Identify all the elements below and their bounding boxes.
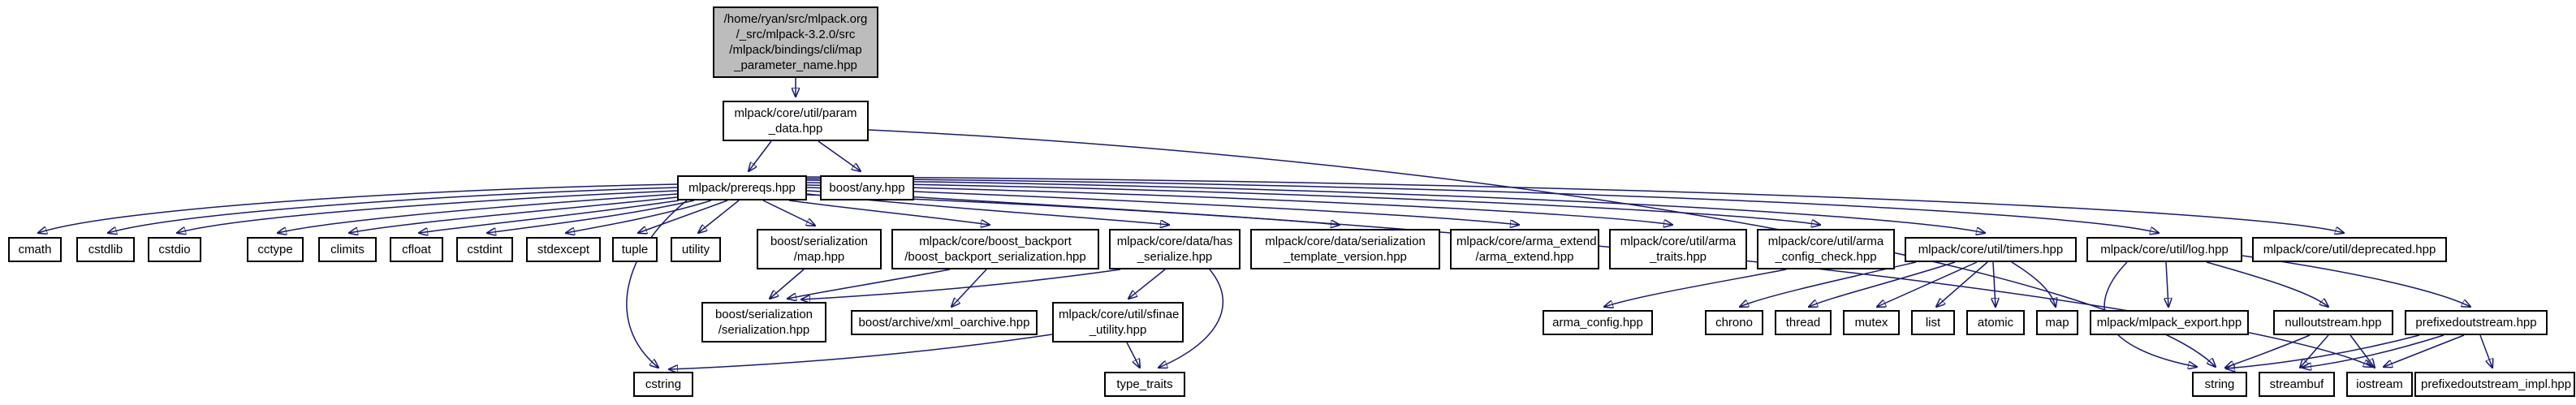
node-cctype: cctype: [247, 237, 304, 262]
node-timers-hpp[interactable]: mlpack/core/util/timers.hpp: [1905, 237, 2077, 262]
edge-prefixedoutstream-iostream: [2384, 334, 2465, 367]
edge-prereqs-cstdio: [177, 190, 678, 233]
edge-log-prefixedoutstream: [2242, 255, 2470, 307]
node-atomic: atomic: [1966, 310, 2025, 335]
node-arma-extend-hpp[interactable]: mlpack/core/arma_extend /arma_extend.hpp: [1450, 229, 1599, 269]
node-list: list: [1911, 310, 1955, 335]
node-map-parameter-name-hpp: /home/ryan/src/mlpack.org /_src/mlpack-3…: [713, 6, 878, 78]
edge-has_serialize-boost_serialization: [801, 269, 1121, 299]
edge-prereqs-utility: [698, 200, 740, 233]
node-streambuf: streambuf: [2259, 372, 2335, 397]
node-tuple: tuple: [612, 237, 658, 262]
node-arma-config-check-hpp[interactable]: mlpack/core/util/arma _config_check.hpp: [1757, 229, 1895, 269]
node-climits: climits: [318, 237, 377, 262]
edge-boost_serialization_map-boost_serialization: [770, 269, 805, 299]
edge-prereqs-cctype: [278, 193, 678, 233]
node-prereqs-hpp[interactable]: mlpack/prereqs.hpp: [677, 175, 807, 200]
node-cstdlib: cstdlib: [76, 237, 135, 262]
edge-prereqs-cfloat: [419, 200, 680, 233]
edge-prereqs-climits: [349, 196, 678, 233]
node-arma-traits-hpp[interactable]: mlpack/core/util/arma _traits.hpp: [1609, 229, 1747, 269]
node-boost-serialization-map-hpp: boost/serialization /map.hpp: [757, 229, 882, 269]
node-xml-oarchive-hpp: boost/archive/xml_oarchive.hpp: [851, 310, 1038, 335]
edge-prereqs-tuple: [638, 200, 728, 233]
edge-prereqs-arma_config_check: [806, 182, 1820, 225]
edge-prereqs-iostream: [806, 194, 2372, 367]
node-cstring: cstring: [633, 372, 693, 397]
edge-timers-map: [2011, 261, 2056, 307]
edge-prereqs-boost_backport_serialization: [788, 200, 990, 225]
edge-sfinae_utility-type_traits: [1126, 342, 1140, 368]
edge-param_data-prereqs: [749, 140, 772, 171]
node-string: string: [2192, 372, 2247, 397]
node-prefixedoutstream-hpp[interactable]: prefixedoutstream.hpp: [2405, 310, 2548, 335]
node-chrono: chrono: [1705, 310, 1763, 335]
edge-prereqs-arma_traits: [806, 184, 1672, 225]
edge-prereqs-deprecated: [806, 176, 2344, 233]
edge-prereqs-timers: [806, 179, 1985, 233]
node-param-data-hpp[interactable]: mlpack/core/util/param _data.hpp: [723, 101, 869, 141]
edge-prereqs-cstdint: [487, 200, 695, 233]
edge-prereqs-cmath: [38, 183, 678, 233]
node-has-serialize-hpp[interactable]: mlpack/core/data/has _serialize.hpp: [1109, 229, 1241, 269]
node-cstdint: cstdint: [456, 237, 513, 262]
node-serialization-template-version-hpp[interactable]: mlpack/core/data/serialization _template…: [1250, 229, 1440, 269]
edge-param_data-boost_any: [818, 140, 861, 171]
node-stdexcept: stdexcept: [526, 237, 601, 262]
node-utility: utility: [671, 237, 721, 262]
edge-log-mlpack_export: [2166, 261, 2168, 307]
node-mlpack-export-hpp[interactable]: mlpack/mlpack_export.hpp: [2090, 310, 2249, 335]
edge-prefixedoutstream-prefixedoutstream_impl: [2479, 334, 2492, 368]
edge-prereqs-cstring: [626, 200, 688, 368]
edge-nulloutstream-string: [2225, 334, 2311, 368]
edge-prereqs-stdexcept: [566, 200, 712, 233]
node-sfinae-utility-hpp[interactable]: mlpack/core/util/sfinae _utility.hpp: [1052, 302, 1184, 343]
node-log-hpp[interactable]: mlpack/core/util/log.hpp: [2086, 237, 2242, 262]
node-prefixedoutstream-impl-hpp[interactable]: prefixedoutstream_impl.hpp: [2414, 372, 2575, 397]
edge-prefixedoutstream-string: [2226, 334, 2420, 368]
edge-log-nulloutstream: [2206, 261, 2328, 307]
node-mutex: mutex: [1843, 310, 1900, 335]
node-deprecated-hpp[interactable]: mlpack/core/util/deprecated.hpp: [2252, 237, 2447, 262]
edge-timers-list: [1936, 261, 1988, 307]
edge-boost_backport_serialization-xml_oarchive: [951, 269, 987, 307]
edge-boost_backport_serialization-boost_serialization: [787, 269, 951, 299]
node-cfloat: cfloat: [390, 237, 443, 262]
node-thread: thread: [1775, 310, 1832, 335]
edge-timers-atomic: [1993, 261, 1996, 307]
edge-prereqs-cstdlib: [108, 187, 678, 233]
node-map: map: [2036, 310, 2078, 335]
edge-has_serialize-sfinae_utility: [1128, 269, 1166, 299]
edge-arma_config_check-arma_config: [1604, 269, 1787, 307]
edge-prereqs-log: [806, 178, 2159, 233]
node-iostream: iostream: [2346, 372, 2413, 397]
edge-nulloutstream-streambuf: [2300, 334, 2329, 368]
edge-prefixedoutstream-streambuf: [2302, 334, 2444, 368]
node-boost-serialization-hpp: boost/serialization /serialization.hpp: [701, 302, 826, 343]
edge-prereqs-boost_serialization_map: [762, 200, 815, 226]
node-nulloutstream-hpp[interactable]: nulloutstream.hpp: [2273, 310, 2393, 335]
node-cstdio: cstdio: [148, 237, 201, 262]
node-cmath: cmath: [8, 237, 62, 262]
node-type-traits: type_traits: [1104, 372, 1185, 397]
edge-nulloutstream-iostream: [2349, 334, 2375, 368]
node-boost-backport-serialization-hpp[interactable]: mlpack/core/boost_backport /boost_backpo…: [891, 229, 1099, 269]
node-arma-config-hpp[interactable]: arma_config.hpp: [1543, 310, 1653, 335]
node-boost-any-hpp: boost/any.hpp: [820, 175, 914, 200]
